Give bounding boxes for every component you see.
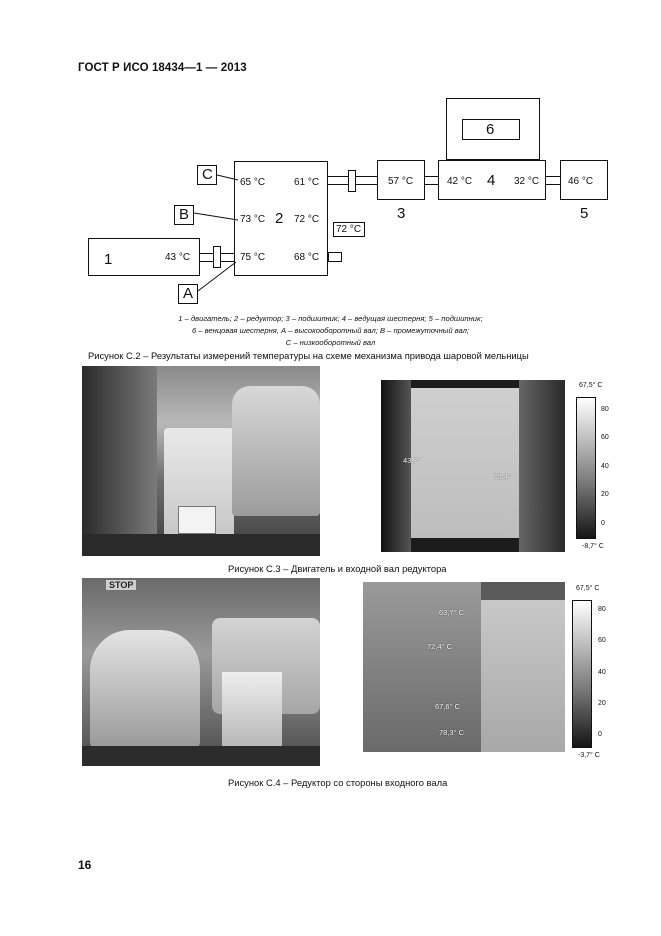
right-shaft-temp: 72 °C (336, 224, 362, 235)
shaft-line (425, 184, 438, 185)
bearing-5-box (560, 160, 608, 200)
drive-gear-temp-left: 42 °C (447, 176, 473, 187)
drive-gear-number: 4 (487, 172, 496, 189)
bearing-3-number: 3 (397, 205, 406, 222)
thermo-probe-2: 75,4° (493, 472, 511, 481)
thermo-min-label: -3,7° C (578, 752, 600, 759)
bearing-3-temp: 57 °C (388, 176, 414, 187)
thermo-probe-1: 43,7° (403, 456, 421, 465)
motor-photo (82, 366, 320, 556)
thermo-tick: 0 (598, 731, 602, 738)
ring-gear-inner-box (462, 119, 520, 140)
gearbox-temp-top-right: 61 °C (294, 177, 320, 188)
stop-sign: STOP (106, 580, 137, 590)
figure-c4-title: Рисунок С.4 – Редуктор со стороны входно… (228, 777, 448, 788)
thermo-probe-2: 72,4° C (427, 642, 453, 651)
label-c-box (197, 165, 217, 185)
motor-temp: 43 °C (165, 252, 191, 263)
gearbox-box (234, 161, 328, 276)
drive-gear-temp-right: 32 °C (514, 176, 540, 187)
bearing-3-box (377, 160, 425, 200)
drive-diagram: 6 42 °C 4 32 °C 57 °C 3 46 °C 5 65 °C 61… (0, 0, 661, 361)
thermo-scale-bar (572, 600, 592, 748)
thermo-right-edge (519, 380, 565, 552)
leader-lines (193, 174, 239, 292)
right-shaft-temp-box (333, 222, 365, 237)
coupling-lower (213, 246, 221, 268)
thermo-probe-1: 63,7° C (439, 608, 465, 617)
legend-line-3: С – низкооборотный вал (285, 338, 376, 347)
figure-c2-title: Рисунок С.2 – Результаты измерений темпе… (88, 350, 529, 361)
motor-box (88, 238, 200, 276)
thermo-hot-area (411, 388, 519, 538)
coupling-upper (348, 170, 356, 192)
gearbox-thermogram: 63,7° C 72,4° C 67,6° C 78,3° C (363, 582, 565, 752)
bearing-5-number: 5 (580, 205, 589, 222)
label-b: B (179, 206, 190, 223)
thermo-left-edge (381, 380, 411, 552)
motor-number: 1 (104, 251, 113, 268)
motor-thermogram: 43,7° 75,4° (381, 380, 565, 552)
shaft-line (546, 184, 560, 185)
thermo-hot-area (481, 600, 565, 752)
thermo-tick: 40 (598, 669, 606, 676)
thermo-tick: 40 (601, 463, 609, 470)
thermo-probe-3: 67,6° C (435, 702, 461, 711)
thermo-tick: 0 (601, 520, 605, 527)
legend-line-2: 6 – венцовая шестерня, А – высокооборотн… (191, 326, 470, 335)
gearbox-photo: STOP (82, 578, 320, 766)
gearbox-temp-top-left: 65 °C (240, 177, 266, 188)
photo-gearbox-hood (90, 630, 200, 748)
thermo-tick: 60 (598, 637, 606, 644)
photo-floor (82, 534, 320, 556)
thermo-max-label: 67,5° C (576, 585, 600, 592)
thermo-scale-bar (576, 397, 596, 539)
thermo-tick: 20 (598, 700, 606, 707)
label-a-box (178, 284, 198, 304)
thermo-tick: 60 (601, 434, 609, 441)
shaft-line (546, 176, 560, 177)
label-a: A (183, 285, 194, 302)
gearbox-output-stub (328, 252, 342, 262)
photo-shaft-housing (222, 672, 282, 746)
drive-gear-box (438, 160, 546, 200)
thermo-bg-left (363, 582, 481, 752)
photo-nameplate (178, 506, 216, 534)
thermo-probe-4: 78,3° C (439, 728, 465, 737)
legend-line-1: 1 – двигатель; 2 – редуктор; 3 – подшипн… (178, 314, 483, 323)
gearbox-temp-bottom-left: 75 °C (240, 252, 266, 263)
photo-floor (82, 746, 320, 766)
photo-dark-left (82, 366, 157, 556)
gearbox-temp-bottom-right: 68 °C (294, 252, 320, 263)
shaft-line (425, 176, 438, 177)
thermo-max-label: 67,5° C (579, 382, 603, 389)
ring-gear-number: 6 (486, 121, 495, 138)
gearbox-number: 2 (275, 210, 284, 227)
document-header: ГОСТ Р ИСО 18434—1 — 2013 (78, 62, 247, 74)
thermo-tick: 80 (601, 406, 609, 413)
thermo-tick: 20 (601, 491, 609, 498)
gearbox-temp-mid-right: 72 °C (294, 214, 320, 225)
page-number: 16 (78, 858, 92, 872)
label-b-box (174, 205, 194, 225)
figure-c3-title: Рисунок С.3 – Двигатель и входной вал ре… (228, 563, 447, 574)
bearing-5-temp: 46 °C (568, 176, 594, 187)
thermo-min-label: -8,7° C (582, 543, 604, 550)
label-c: C (202, 166, 213, 183)
gearbox-temp-mid-left: 73 °C (240, 214, 266, 225)
photo-gearbox-body (232, 386, 320, 516)
thermo-tick: 80 (598, 606, 606, 613)
